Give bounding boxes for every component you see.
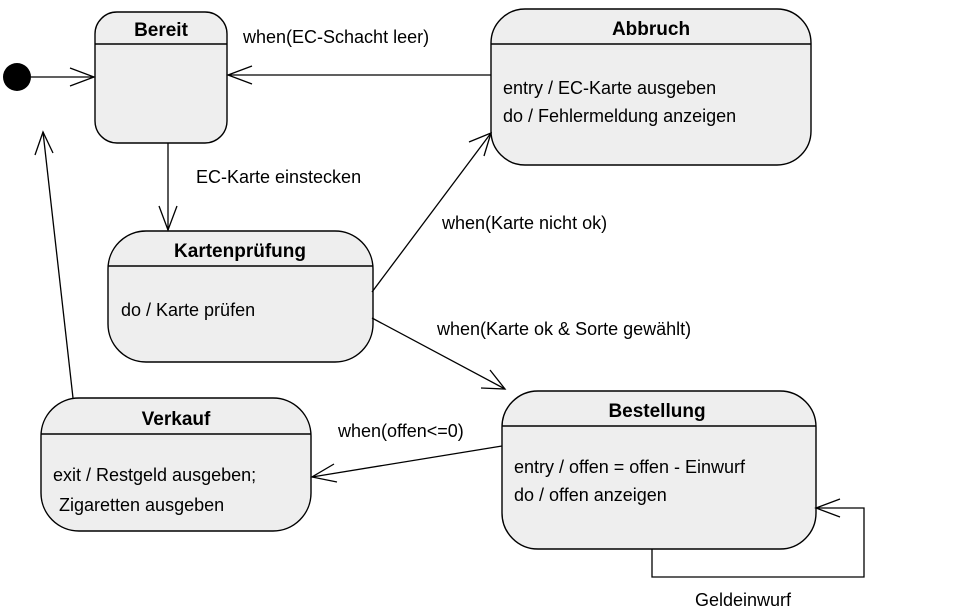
transition-arrowhead <box>468 131 493 157</box>
state-bestellung-title: Bestellung <box>608 401 705 422</box>
state-verkauf: Verkauf exit / Restgeld ausgeben; Zigare… <box>40 397 312 532</box>
transition-arrowhead <box>158 205 178 232</box>
state-abbruch-box <box>490 8 812 166</box>
state-kartenpruefung-box <box>107 230 374 363</box>
transition-kartenpruefung-to-bestellung: when(Karte ok & Sorte gewählt) <box>371 317 691 390</box>
transition-line <box>371 132 492 293</box>
transition-kartenpruefung-to-abbruch: when(Karte nicht ok) <box>371 131 607 293</box>
transition-line <box>42 131 74 399</box>
transition-label: when(offen<=0) <box>337 421 464 441</box>
transition-label: when(Karte nicht ok) <box>441 213 607 233</box>
transition-label: Geldeinwurf <box>695 590 792 610</box>
state-kartenpruefung-action: do / Karte prüfen <box>121 300 255 320</box>
transition-line <box>311 445 503 478</box>
transition-bereit-to-kartenpruefung: EC-Karte einstecken <box>158 143 361 232</box>
transition-arrowhead <box>310 463 338 483</box>
state-bestellung-box <box>501 390 817 550</box>
transition-arrowhead <box>34 130 54 156</box>
transition-line <box>371 317 506 390</box>
state-bereit-title: Bereit <box>134 20 189 41</box>
transition-verkauf-to-bereit <box>34 130 74 399</box>
transition-bestellung-self: Geldeinwurf <box>651 498 865 610</box>
state-bestellung-action: do / offen anzeigen <box>514 485 667 505</box>
transition-label: when(EC-Schacht leer) <box>242 27 429 47</box>
transition-arrowhead <box>814 498 841 518</box>
state-kartenpruefung: Kartenprüfung do / Karte prüfen <box>107 230 374 363</box>
state-kartenpruefung-title: Kartenprüfung <box>174 241 306 262</box>
transition-line <box>651 507 865 578</box>
state-bestellung-action: entry / offen = offen - Einwurf <box>514 457 746 477</box>
transition-arrowhead <box>480 369 507 390</box>
initial-state <box>3 63 31 91</box>
state-verkauf-title: Verkauf <box>142 409 211 430</box>
state-verkauf-box <box>40 397 312 532</box>
transition-abbruch-to-bereit: when(EC-Schacht leer) <box>226 27 491 85</box>
transition-bestellung-to-verkauf: when(offen<=0) <box>310 421 503 483</box>
state-abbruch-action: do / Fehlermeldung anzeigen <box>503 106 736 126</box>
initial-transition-arrowhead <box>69 67 96 87</box>
state-abbruch-action: entry / EC-Karte ausgeben <box>503 78 716 98</box>
transition-label: EC-Karte einstecken <box>196 167 361 187</box>
transition-arrowhead <box>226 65 253 85</box>
state-bestellung: Bestellung entry / offen = offen - Einwu… <box>501 390 817 550</box>
state-abbruch-title: Abbruch <box>612 19 690 40</box>
state-bereit: Bereit <box>94 11 228 144</box>
state-bereit-box <box>94 11 228 144</box>
state-verkauf-action: exit / Restgeld ausgeben; <box>53 465 256 485</box>
transition-label: when(Karte ok & Sorte gewählt) <box>436 319 691 339</box>
state-abbruch: Abbruch entry / EC-Karte ausgeben do / F… <box>490 8 812 166</box>
state-verkauf-action: Zigaretten ausgeben <box>59 495 224 515</box>
